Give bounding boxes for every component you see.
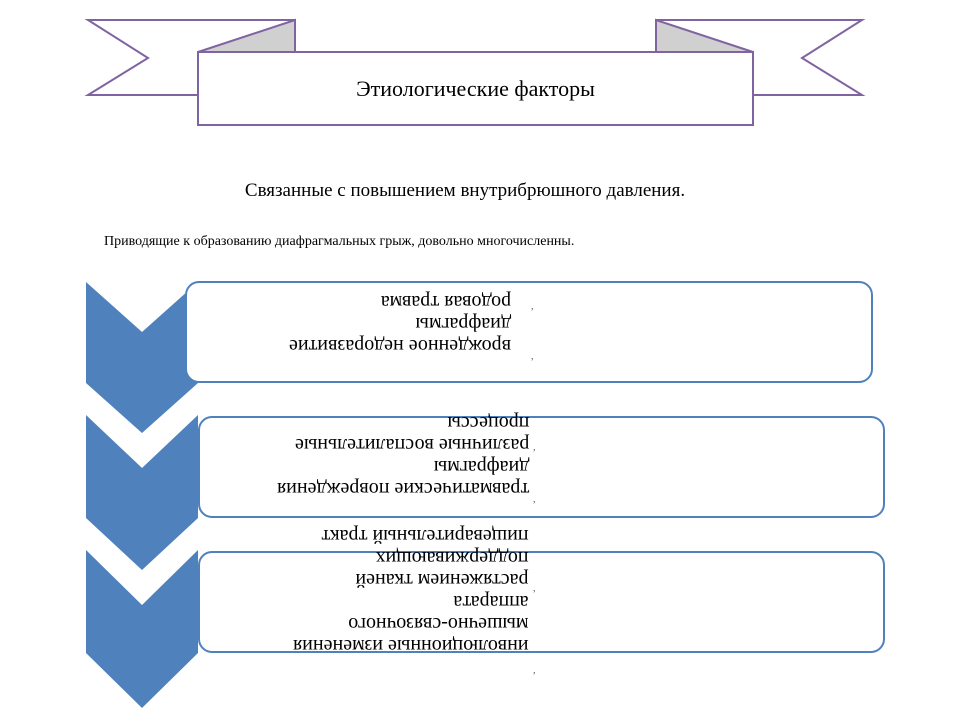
card-1-text: врожденное недоразвитие диафрагмы родова… bbox=[289, 291, 511, 357]
card-3-line-6: пищеварительный тракт bbox=[321, 525, 529, 547]
card-3-line-2: мышечно-связочного bbox=[348, 613, 529, 635]
subtitle: Связанные с повышением внутрибрюшного да… bbox=[244, 180, 686, 201]
card-1-line-1: врожденное недоразвитие bbox=[288, 335, 511, 357]
card-2-text: травматические повреждения диафрагмы раз… bbox=[277, 412, 529, 500]
card-2-line-3: различные воспалительные bbox=[294, 434, 529, 456]
card-3-bullet-1: , bbox=[533, 583, 536, 594]
card-1: врожденное недоразвитие диафрагмы родова… bbox=[185, 281, 873, 383]
note-text: Приводящие к образованию диафрагмальных … bbox=[104, 234, 575, 249]
card-2: травматические повреждения диафрагмы раз… bbox=[198, 412, 885, 518]
card-1-bullet-1: , bbox=[531, 301, 534, 312]
card-2-line-1: травматические повреждения bbox=[276, 478, 529, 500]
chevron-3 bbox=[86, 550, 198, 708]
title-banner bbox=[84, 18, 866, 126]
card-1-line-3: родовая травма bbox=[380, 291, 511, 313]
card-1-bullet-2: , bbox=[531, 351, 534, 362]
banner-center-box bbox=[197, 51, 754, 126]
chevron-1 bbox=[86, 282, 198, 433]
card-2-line-2: диафрагмы bbox=[433, 456, 529, 478]
chevron-2 bbox=[86, 415, 198, 570]
banner-title: Этиологические факторы bbox=[356, 75, 595, 101]
card-3-line-5: поддерживающих bbox=[376, 547, 529, 569]
card-3-text: инволюционные изменения мышечно-связочно… bbox=[293, 525, 529, 657]
card-1-line-2: диафрагмы bbox=[415, 313, 511, 335]
card-3: инволюционные изменения мышечно-связочно… bbox=[198, 525, 885, 676]
card-3-line-4: растяжением тканей bbox=[355, 569, 529, 591]
card-3-line-3: аппарата bbox=[453, 591, 529, 613]
card-3-bullet-2: , bbox=[533, 665, 536, 676]
card-2-bullet-1: , bbox=[533, 442, 536, 453]
card-2-line-4: процессы bbox=[447, 412, 529, 434]
card-2-bullet-2: , bbox=[533, 494, 536, 505]
card-3-line-1: инволюционные изменения bbox=[293, 635, 529, 657]
